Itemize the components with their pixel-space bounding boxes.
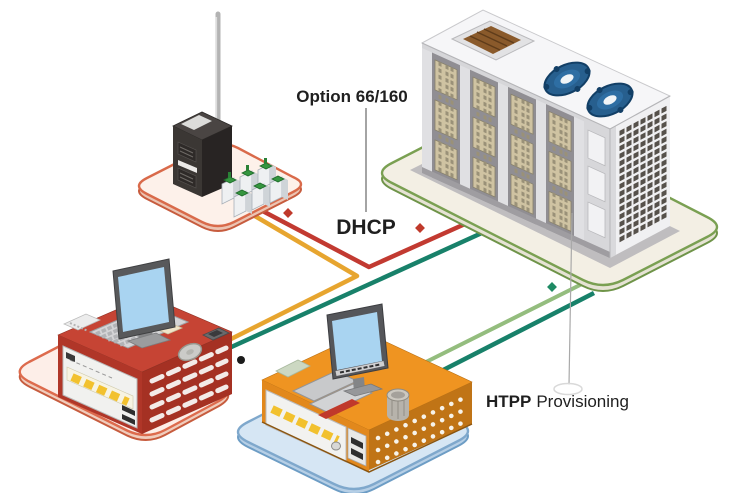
building-edges	[421, 42, 671, 258]
cylinder-cup-icon	[386, 388, 410, 421]
config-line	[203, 210, 360, 355]
coax-port-icon	[331, 441, 341, 451]
building-grille-face	[610, 96, 670, 258]
connector-icon	[122, 414, 135, 425]
data-center	[410, 9, 680, 268]
monitor-screen	[118, 267, 169, 332]
monitor-screen	[332, 312, 382, 370]
fiber-terminal-blocks	[221, 158, 288, 218]
sage-pad	[275, 359, 311, 378]
red-gateway	[57, 258, 233, 434]
small-port-icon	[66, 352, 75, 362]
monitor-base	[126, 332, 172, 349]
red-diamond-marker	[415, 223, 425, 233]
dhcp-line	[253, 205, 486, 270]
option-66-160-label: Option 66/160	[296, 87, 407, 106]
vent-slots-icon	[149, 345, 229, 423]
red-diamond-marker	[283, 208, 293, 218]
monitor	[326, 303, 389, 397]
dhcp-label: DHCP	[336, 216, 396, 239]
dial-center	[186, 349, 194, 355]
orange-gateway-side-face	[369, 382, 472, 470]
connector-icon	[122, 405, 135, 416]
ont-port-lines	[179, 172, 194, 184]
lattice-vents-icon	[375, 395, 467, 465]
leader-end-ellipse	[553, 382, 583, 396]
ont-label-pill	[178, 160, 197, 173]
connector-icon	[351, 448, 363, 460]
ethernet-ports-icon	[270, 405, 340, 444]
connector-icon	[351, 437, 363, 449]
panel-print	[69, 359, 113, 379]
annotations: Option 66/160 DHCP HTPP Provisioning	[296, 87, 629, 411]
red-slim-pad	[318, 399, 360, 419]
ont-vent-lines	[179, 146, 194, 158]
ont-port-grille-icon	[177, 167, 197, 189]
grille-holes	[619, 105, 667, 245]
ont-device	[172, 11, 233, 197]
keypad-dots	[69, 322, 89, 332]
provisioning-label-text: Provisioning	[536, 392, 629, 411]
ethernet-ports-icon	[70, 373, 130, 406]
orange-gateway	[261, 303, 473, 473]
provisioning-leader-line	[568, 212, 573, 386]
chip-core	[208, 330, 223, 337]
ont-side-face	[202, 126, 232, 197]
htpp-provisioning-label: HTPP Provisioning	[486, 392, 629, 411]
black-dot-marker	[237, 356, 245, 364]
provisioning-line-red-cpe	[226, 224, 496, 352]
monitor-base	[342, 383, 384, 397]
connection-lines	[203, 205, 601, 390]
rack-grid-texture	[438, 61, 568, 230]
roof-fan-icon	[543, 61, 591, 97]
monitor	[112, 258, 176, 349]
green-diamond-marker	[547, 282, 557, 292]
provisioning-line-light	[395, 273, 601, 379]
bottom-edge	[261, 421, 473, 473]
keypad-card-icon	[63, 313, 101, 331]
door-panels	[587, 129, 606, 239]
hatch-ribs	[469, 28, 515, 51]
ont-vent-grille-icon	[177, 141, 197, 163]
ont-top-label	[181, 115, 212, 130]
building-rack-face	[422, 43, 610, 259]
htpp-label-bold: HTPP	[486, 392, 531, 411]
roof-fan-icon	[586, 82, 634, 118]
bezel-text-marks	[339, 363, 381, 374]
